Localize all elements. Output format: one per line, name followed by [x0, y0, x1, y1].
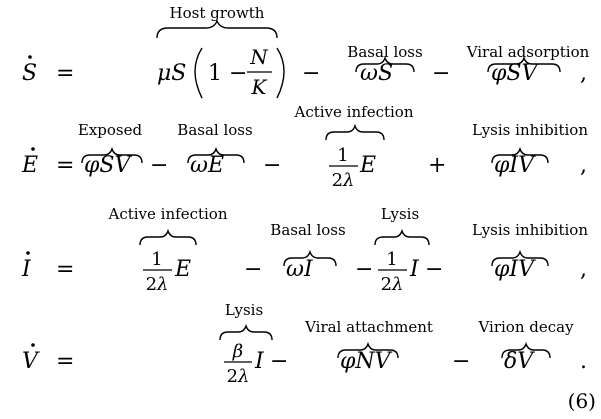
svg-text:=: =: [56, 349, 74, 374]
svg-text:φIV: φIV: [494, 257, 536, 282]
svg-text:Lysis inhibition: Lysis inhibition: [472, 121, 588, 139]
equation-row-i: I = Active infection 1 2λ E − Basal loss…: [21, 205, 588, 295]
svg-text:φSV: φSV: [84, 153, 132, 178]
svg-text:,: ,: [580, 153, 587, 178]
term-viral-attachment: Viral attachment φNV: [304, 318, 433, 374]
svg-text:Lysis: Lysis: [381, 205, 419, 223]
term-lysis-inhibition-i: Lysis inhibition φIV: [472, 221, 588, 282]
term-host-growth: Host growth μS 1 − N K: [156, 4, 285, 99]
equation-row-s: S = Host growth μS 1 − N K − Basal loss …: [22, 4, 590, 99]
svg-text:I: I: [21, 257, 32, 282]
svg-text:Active infection: Active infection: [294, 103, 414, 121]
term-basal-loss-s: Basal loss ωS: [347, 43, 422, 86]
svg-text:Viral adsorption: Viral adsorption: [466, 43, 590, 61]
brace-label: Host growth: [170, 4, 265, 22]
svg-text:φIV: φIV: [494, 153, 536, 178]
svg-text:=: =: [56, 257, 74, 282]
svg-text:I: I: [254, 349, 265, 374]
overbrace: [156, 19, 278, 39]
svg-text:ωS: ωS: [360, 61, 393, 86]
svg-text:Viral attachment: Viral attachment: [304, 318, 433, 336]
term-viral-adsorption: Viral adsorption φSV: [466, 43, 590, 86]
svg-text:S: S: [22, 61, 37, 86]
svg-text:1: 1: [386, 249, 397, 270]
term-lysis-v: Lysis β 2λ I −: [219, 301, 288, 387]
svg-text:,: ,: [580, 257, 587, 282]
term-lysis-i: Lysis 1 2λ I −: [374, 205, 443, 295]
term-active-infection-e: Active infection 1 2λ E: [294, 103, 414, 191]
svg-text:−: −: [263, 153, 281, 178]
svg-text:E: E: [359, 153, 376, 178]
svg-text:−: −: [432, 61, 450, 86]
svg-text:.: .: [580, 349, 587, 374]
svg-text:φSV: φSV: [491, 61, 539, 86]
svg-text:ωE: ωE: [190, 153, 224, 178]
term-basal-loss-e: Basal loss ωE: [177, 121, 252, 178]
svg-text:Basal loss: Basal loss: [270, 221, 345, 239]
svg-text:2λ: 2λ: [332, 170, 355, 191]
svg-text:Exposed: Exposed: [78, 121, 143, 139]
svg-text:+: +: [428, 153, 446, 178]
svg-text:V: V: [22, 349, 40, 374]
svg-text:,: ,: [580, 61, 587, 86]
svg-text:Basal loss: Basal loss: [177, 121, 252, 139]
svg-text:Basal loss: Basal loss: [347, 43, 422, 61]
svg-text:−: −: [452, 349, 470, 374]
svg-text:1: 1: [337, 145, 348, 166]
svg-text:ωI: ωI: [286, 257, 314, 282]
svg-text:μS: μS: [157, 61, 186, 86]
svg-text:1 −: 1 −: [208, 61, 247, 86]
svg-text:E: E: [174, 257, 191, 282]
lhs-i-dot: I =: [21, 251, 74, 282]
term-active-infection-i: Active infection 1 2λ E: [108, 205, 228, 295]
lhs-v-dot: V =: [22, 343, 74, 374]
svg-text:K: K: [251, 75, 268, 99]
svg-text:=: =: [56, 61, 74, 86]
sign: −: [302, 61, 320, 86]
svg-text:δV: δV: [504, 349, 535, 374]
svg-text:−: −: [244, 257, 262, 282]
term-exposed: Exposed φSV: [78, 121, 143, 178]
svg-text:β: β: [232, 341, 243, 362]
svg-text:2λ: 2λ: [227, 366, 250, 387]
equation-number: (6): [568, 389, 596, 413]
svg-text:−: −: [270, 349, 288, 374]
svg-text:−: −: [150, 153, 168, 178]
svg-text:−: −: [425, 257, 443, 282]
equation-row-e: E = Exposed φSV − Basal loss ωE − Active…: [21, 103, 588, 191]
lhs-s-dot: S =: [22, 55, 74, 86]
svg-text:Active infection: Active infection: [108, 205, 228, 223]
svg-text:E: E: [21, 153, 38, 178]
term-virion-decay: Virion decay δV: [477, 318, 574, 374]
term-basal-loss-i: Basal loss ωI: [270, 221, 345, 282]
equation-row-v: V = Lysis β 2λ I − Viral attachment φNV …: [22, 301, 587, 387]
term-lysis-inhibition-e: Lysis inhibition φIV: [472, 121, 588, 178]
svg-text:N: N: [249, 45, 269, 69]
svg-text:2λ: 2λ: [146, 274, 169, 295]
svg-text:I: I: [409, 257, 420, 282]
svg-text:1: 1: [151, 249, 162, 270]
lhs-e-dot: E =: [21, 147, 74, 178]
svg-text:Lysis inhibition: Lysis inhibition: [472, 221, 588, 239]
svg-text:Virion decay: Virion decay: [477, 318, 574, 336]
svg-text:2λ: 2λ: [381, 274, 404, 295]
svg-text:=: =: [56, 153, 74, 178]
svg-text:−: −: [355, 257, 373, 282]
svg-text:φNV: φNV: [340, 349, 393, 374]
svg-text:Lysis: Lysis: [225, 301, 263, 319]
